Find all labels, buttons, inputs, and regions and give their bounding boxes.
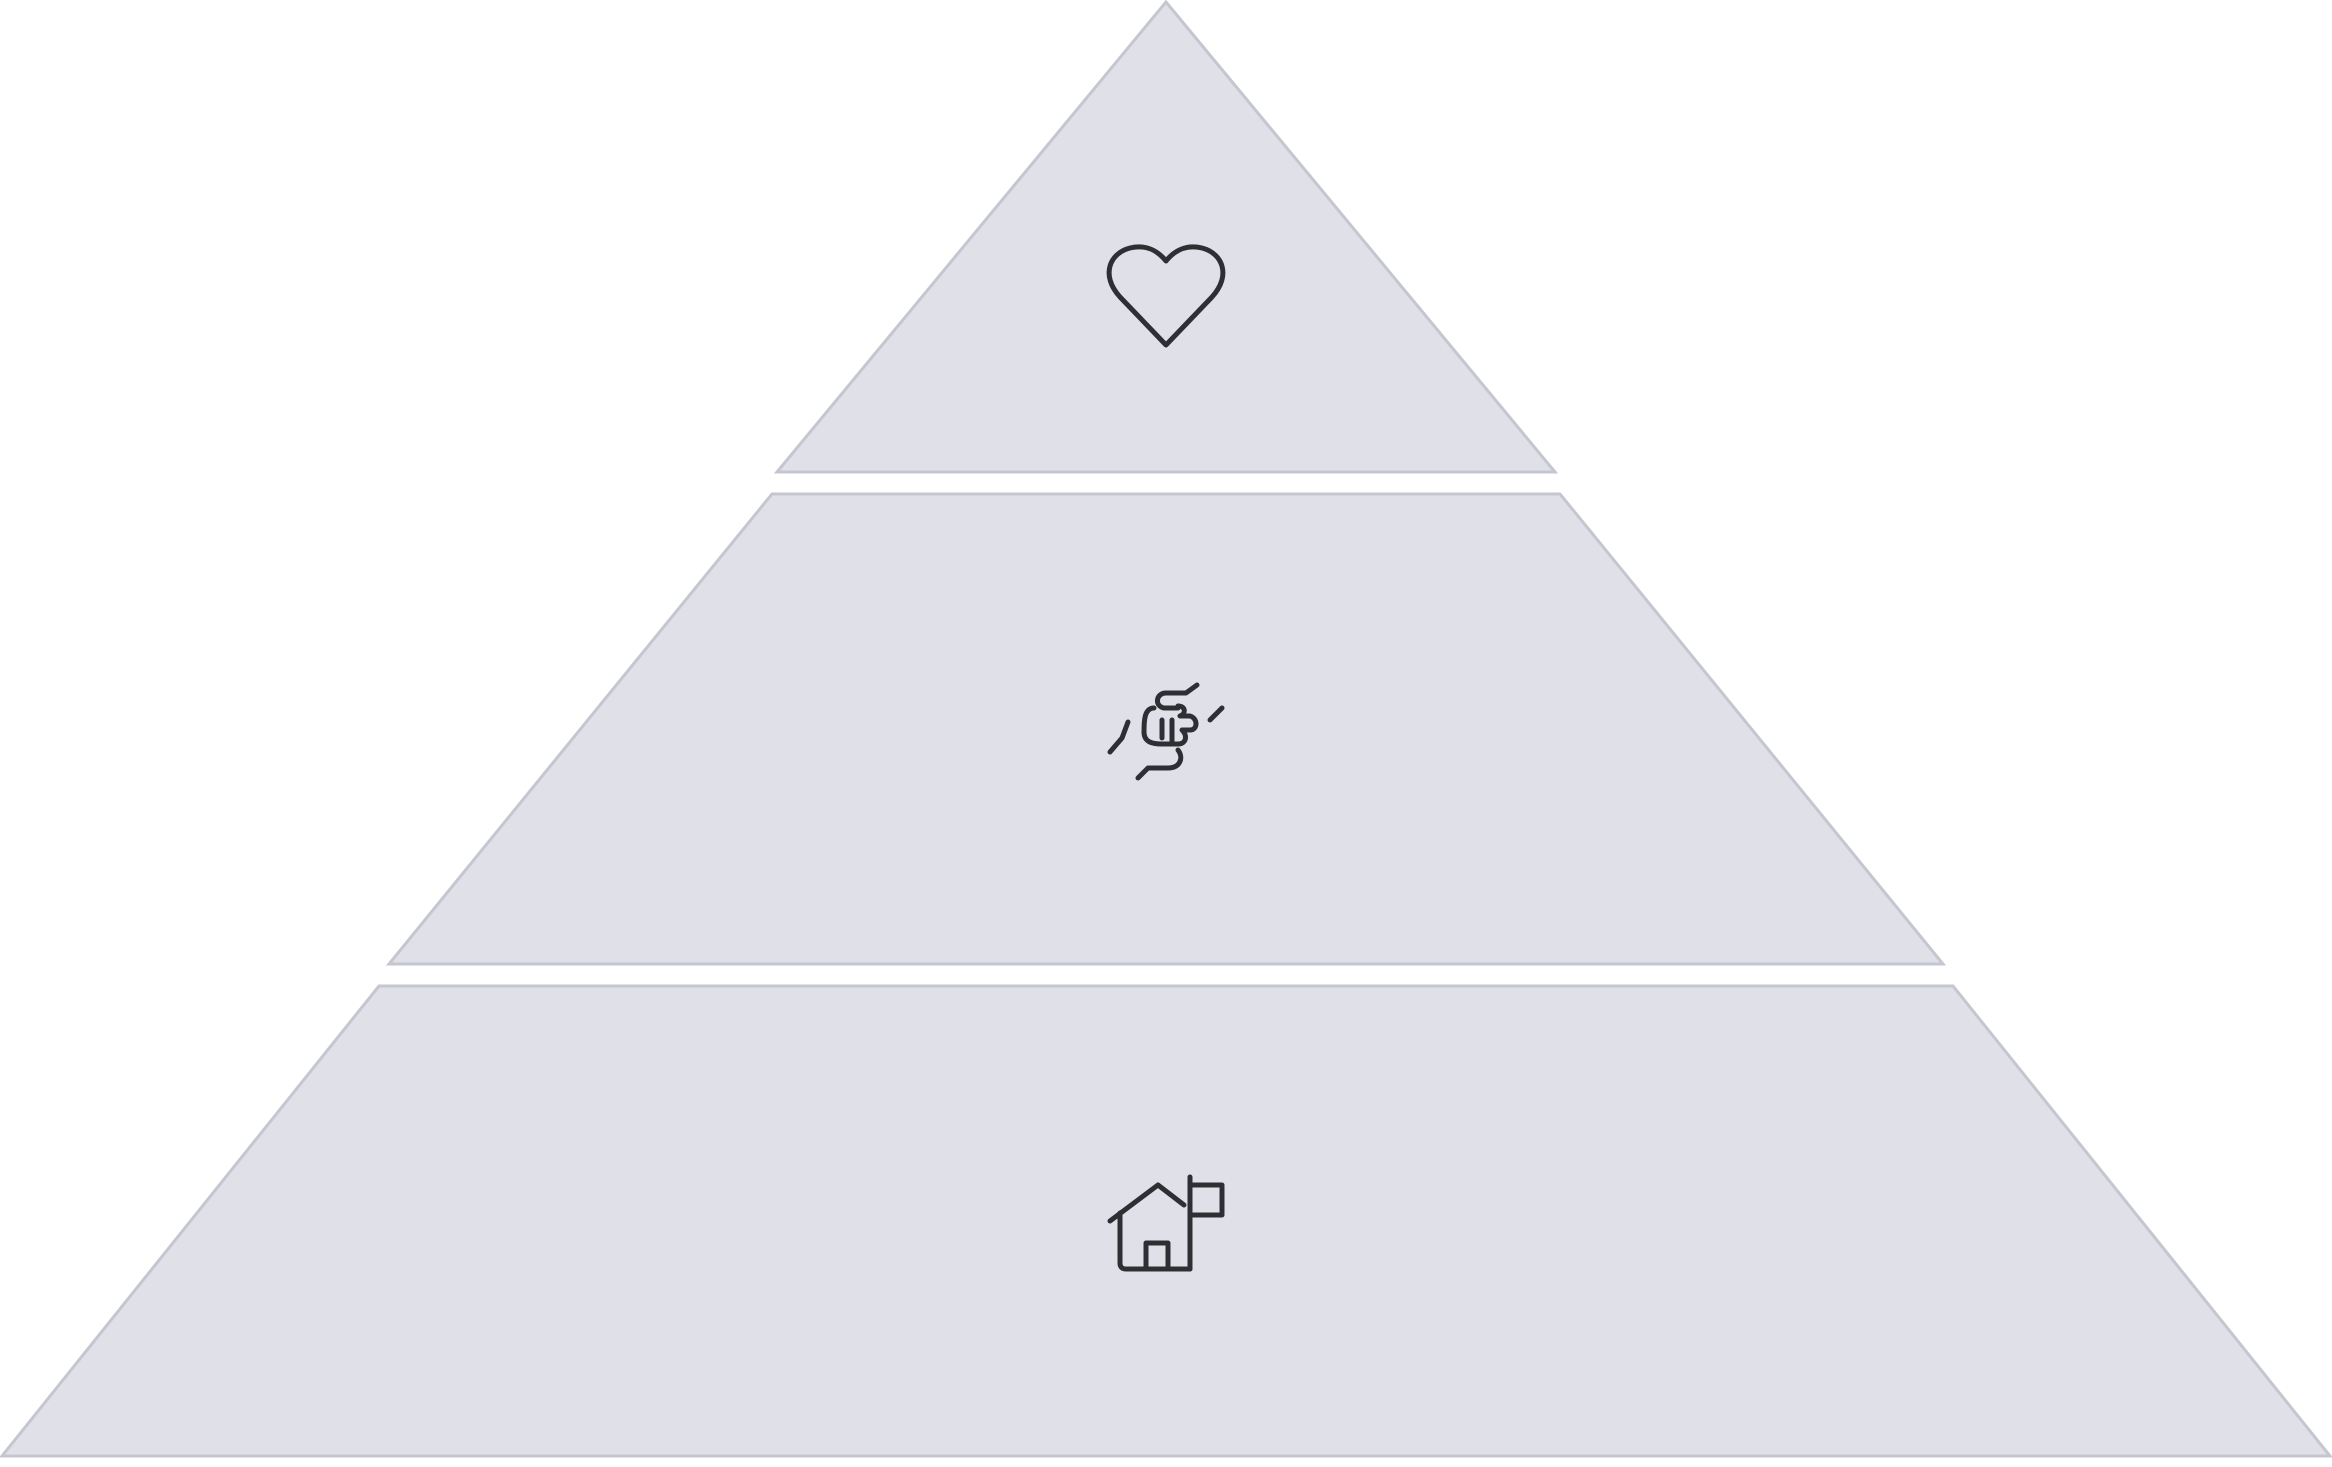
home-flag-icon	[1107, 1174, 1225, 1272]
tier-top-shape	[773, 0, 1559, 474]
handshake-icon	[1107, 682, 1225, 781]
heart-icon	[1106, 244, 1226, 348]
tier-middle-shape	[385, 492, 1947, 966]
tier-bottom-shape	[0, 984, 2332, 1458]
pyramid-tier-middle	[385, 492, 1947, 966]
pyramid-tier-bottom	[0, 984, 2332, 1458]
pyramid-tier-top	[773, 0, 1559, 474]
